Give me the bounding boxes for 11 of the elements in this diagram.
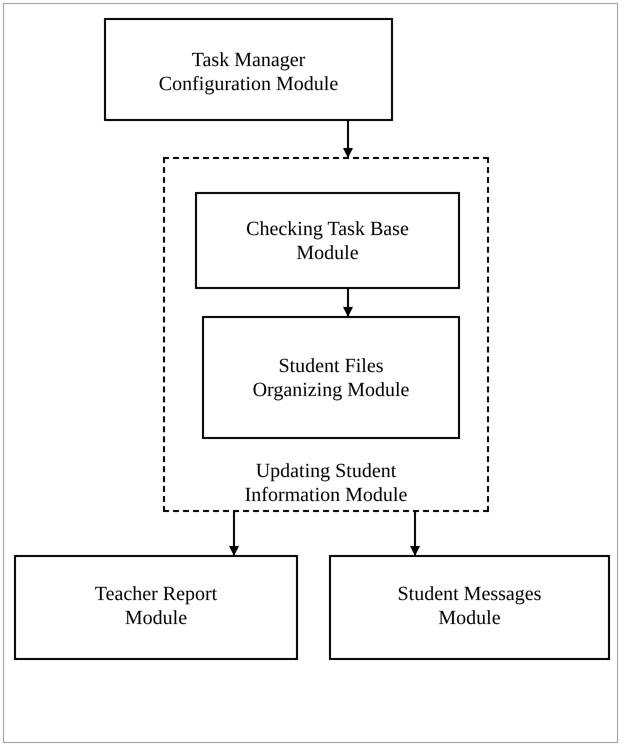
module-box: Checking Task Base Module: [195, 192, 460, 289]
module-box: Student Messages Module: [329, 555, 610, 660]
module-box: Student Files Organizing Module: [202, 316, 460, 439]
arrow: [229, 512, 239, 556]
group-label: Updating Student Information Module: [244, 459, 408, 507]
module-box: Task Manager Configuration Module: [104, 18, 393, 121]
arrow: [410, 512, 420, 556]
arrow: [343, 289, 353, 317]
module-box: Teacher Report Module: [14, 555, 298, 660]
arrow: [343, 121, 353, 158]
module-group-box: [163, 157, 489, 512]
